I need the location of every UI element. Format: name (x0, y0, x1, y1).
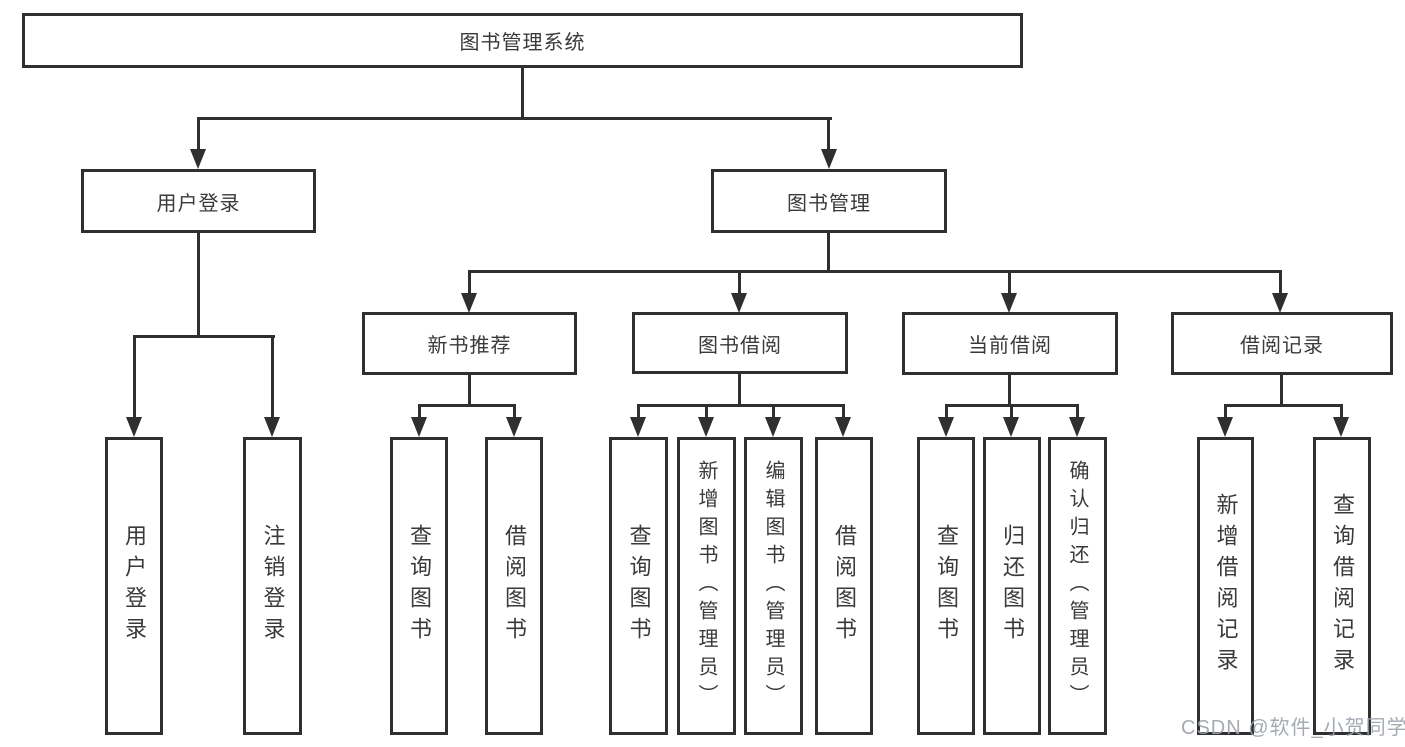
node-user-login-label: 用户登录 (156, 192, 241, 215)
connector-line (1224, 404, 1343, 407)
arrow-down-icon (698, 417, 714, 437)
node-new-book-recommend: 新书推荐 (362, 312, 577, 375)
leaf-query-books-1: 查询图书 (390, 437, 448, 735)
leaf-label: 借阅图书 (832, 524, 857, 648)
connector-line (197, 233, 200, 337)
arrow-down-icon (461, 293, 477, 313)
connector-line (772, 404, 775, 419)
connector-line (637, 404, 845, 407)
connector-line (1008, 374, 1011, 406)
leaf-add-borrow-record: 新增借阅记录 (1197, 437, 1254, 735)
connector-line (468, 374, 471, 406)
arrow-down-icon (821, 149, 837, 169)
connector-line (133, 335, 136, 419)
arrow-down-icon (1272, 293, 1288, 313)
leaf-add-books-admin: 新增图书（管理员） (677, 437, 736, 735)
connector-line (1279, 270, 1282, 295)
leaf-label: 用户登录 (122, 524, 147, 648)
arrow-down-icon (835, 417, 851, 437)
leaf-user-login: 用户登录 (105, 437, 163, 735)
node-borrow-records-label: 借阅记录 (1240, 335, 1324, 357)
arrow-down-icon (411, 417, 427, 437)
connector-line (1076, 404, 1079, 419)
node-current-borrow: 当前借阅 (902, 312, 1118, 375)
node-borrow-records: 借阅记录 (1171, 312, 1393, 375)
leaf-label: 编辑图书（管理员） (762, 460, 784, 712)
connector-line (1010, 404, 1013, 419)
connector-line (418, 404, 516, 407)
arrow-down-icon (1001, 293, 1017, 313)
csdn-watermark: CSDN @软件_小贺同学 (1181, 717, 1405, 739)
connector-line (705, 404, 708, 419)
arrow-down-icon (126, 417, 142, 437)
connector-line (842, 404, 845, 419)
node-book-management: 图书管理 (711, 169, 947, 233)
arrow-down-icon (731, 293, 747, 313)
connector-line (469, 270, 1282, 273)
node-root-label: 图书管理系统 (459, 32, 586, 54)
connector-line (738, 373, 741, 406)
node-book-borrow-label: 图书借阅 (698, 334, 782, 357)
connector-line (197, 117, 832, 120)
leaf-query-books-3: 查询图书 (917, 437, 975, 735)
connector-line (827, 233, 830, 273)
node-user-login: 用户登录 (81, 169, 316, 233)
connector-line (945, 404, 948, 419)
leaf-query-books-2: 查询图书 (609, 437, 668, 735)
arrow-down-icon (1003, 417, 1019, 437)
arrow-down-icon (938, 417, 954, 437)
node-book-management-label: 图书管理 (787, 192, 871, 215)
leaf-label: 确认归还（管理员） (1066, 460, 1088, 712)
connector-line (1224, 404, 1227, 419)
connector-line (1340, 404, 1343, 419)
leaf-return-books: 归还图书 (983, 437, 1041, 735)
leaf-label: 查询借阅记录 (1330, 493, 1355, 679)
connector-line (738, 270, 741, 295)
connector-line (133, 335, 275, 338)
leaf-label: 归还图书 (1000, 524, 1025, 648)
leaf-label: 新增图书（管理员） (695, 460, 717, 712)
connector-line (197, 117, 200, 151)
leaf-logout: 注销登录 (243, 437, 302, 735)
arrow-down-icon (264, 417, 280, 437)
leaf-label: 新增借阅记录 (1213, 493, 1239, 679)
arrow-down-icon (506, 417, 522, 437)
leaf-edit-books-admin: 编辑图书（管理员） (744, 437, 803, 735)
connector-line (1280, 374, 1283, 406)
arrow-down-icon (1217, 417, 1233, 437)
arrow-down-icon (1333, 417, 1349, 437)
connector-line (521, 68, 524, 120)
leaf-label: 查询图书 (934, 524, 959, 648)
leaf-label: 查询图书 (407, 524, 432, 648)
arrow-down-icon (190, 149, 206, 169)
leaf-borrow-books-1: 借阅图书 (485, 437, 543, 735)
connector-line (513, 404, 516, 419)
node-current-borrow-label: 当前借阅 (968, 335, 1052, 357)
arrow-down-icon (765, 417, 781, 437)
arrow-down-icon (1069, 417, 1085, 437)
leaf-label: 借阅图书 (502, 524, 527, 648)
node-book-borrow: 图书借阅 (632, 312, 848, 374)
connector-line (827, 117, 830, 151)
leaf-confirm-return-admin: 确认归还（管理员） (1048, 437, 1107, 735)
arrow-down-icon (630, 417, 646, 437)
connector-line (468, 270, 471, 295)
leaf-label: 查询图书 (626, 524, 652, 648)
leaf-borrow-books-2: 借阅图书 (815, 437, 873, 735)
node-root: 图书管理系统 (22, 13, 1023, 68)
connector-line (271, 335, 274, 419)
leaf-query-borrow-record: 查询借阅记录 (1313, 437, 1371, 735)
connector-line (1008, 270, 1011, 295)
leaf-label: 注销登录 (260, 524, 286, 648)
node-new-book-recommend-label: 新书推荐 (427, 335, 512, 357)
connector-line (418, 404, 421, 419)
connector-line (637, 404, 640, 419)
